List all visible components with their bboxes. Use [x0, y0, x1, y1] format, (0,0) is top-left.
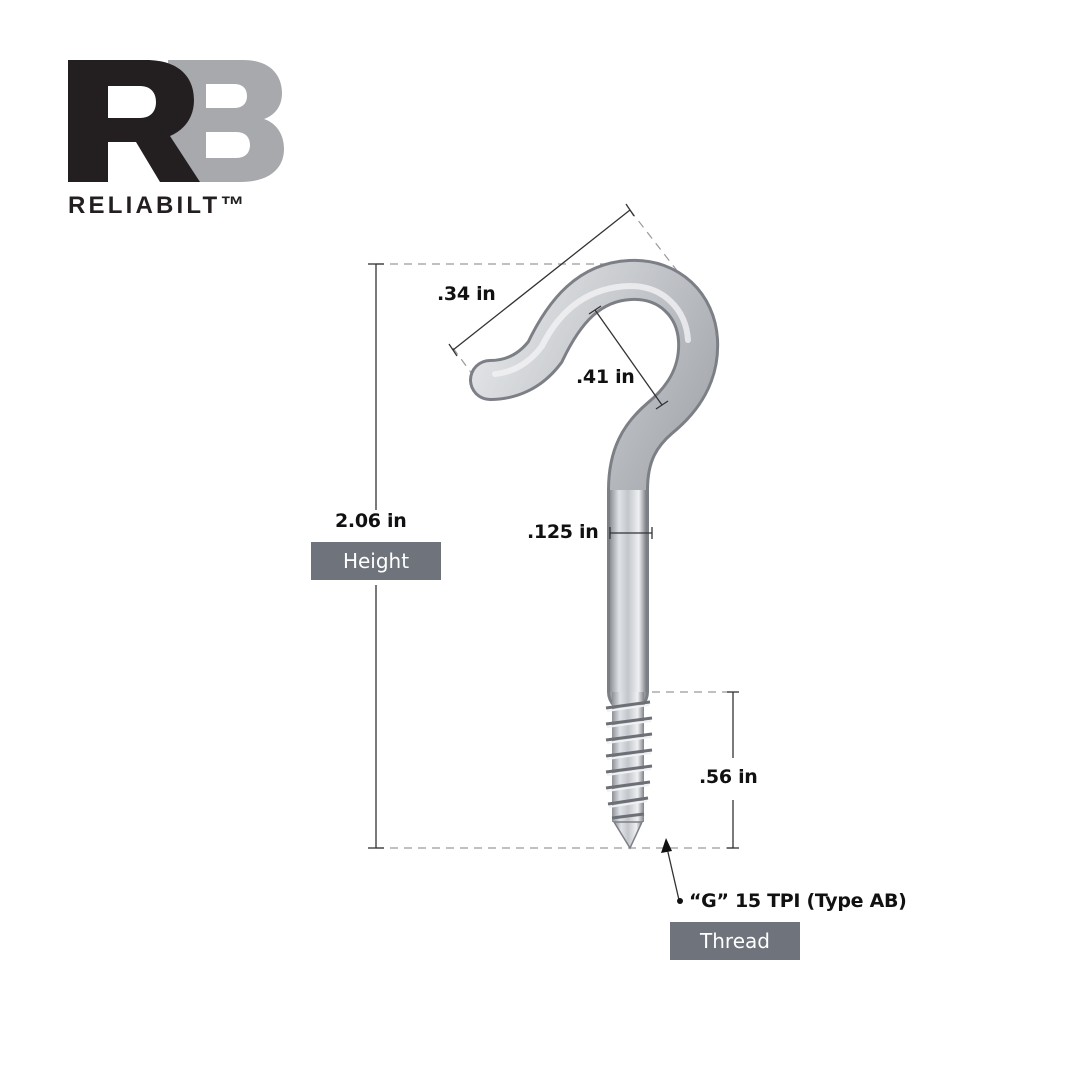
thread-label-tag: Thread	[670, 922, 800, 960]
hook-icon	[469, 258, 720, 850]
brand-wordmark: RELIABILT™	[68, 192, 248, 219]
thread-spec: “G” 15 TPI (Type AB)	[689, 890, 907, 912]
leader-dot	[677, 898, 683, 904]
height-value: 2.06 in	[335, 510, 407, 532]
leader-arrowhead	[661, 838, 672, 853]
reliabilt-logo-mark	[68, 60, 284, 182]
height-label-tag: Height	[311, 542, 441, 580]
opening-dimension: .34 in	[437, 283, 496, 305]
inner-diameter-dimension: .41 in	[576, 366, 635, 388]
dimension-lines	[368, 203, 739, 901]
thread-length-dimension: .56 in	[699, 766, 758, 788]
wire-diameter-dimension: .125 in	[527, 521, 599, 543]
